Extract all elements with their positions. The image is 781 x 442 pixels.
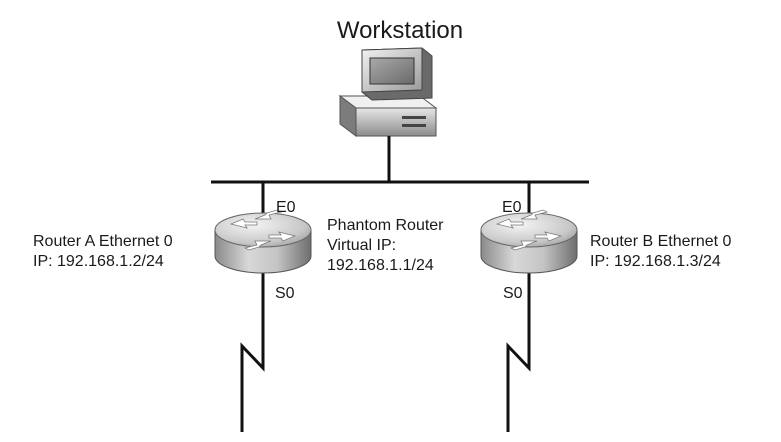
phantom-router-virtual-ip: 192.168.1.1/24 (327, 257, 434, 274)
phantom-router-virtual-ip-label: Virtual IP: (327, 237, 396, 254)
router-b-serial-link (506, 272, 531, 432)
router-a-e0-label: E0 (276, 199, 296, 216)
router-a-ip: IP: 192.168.1.2/24 (33, 253, 164, 270)
router-b-e0-label: E0 (502, 199, 522, 216)
phantom-router-title: Phantom Router (327, 217, 444, 234)
router-b-s0-label: S0 (503, 285, 523, 302)
workstation-label: Workstation (337, 17, 463, 44)
workstation-computer-icon (338, 47, 438, 137)
router-a-icon (214, 209, 312, 274)
router-b-name: Router B Ethernet 0 (590, 233, 732, 250)
router-a-serial-link (240, 272, 265, 432)
router-b-icon (480, 209, 578, 274)
router-b-ip: IP: 192.168.1.3/24 (590, 253, 721, 270)
router-a-name: Router A Ethernet 0 (33, 233, 173, 250)
router-a-s0-label: S0 (275, 285, 295, 302)
